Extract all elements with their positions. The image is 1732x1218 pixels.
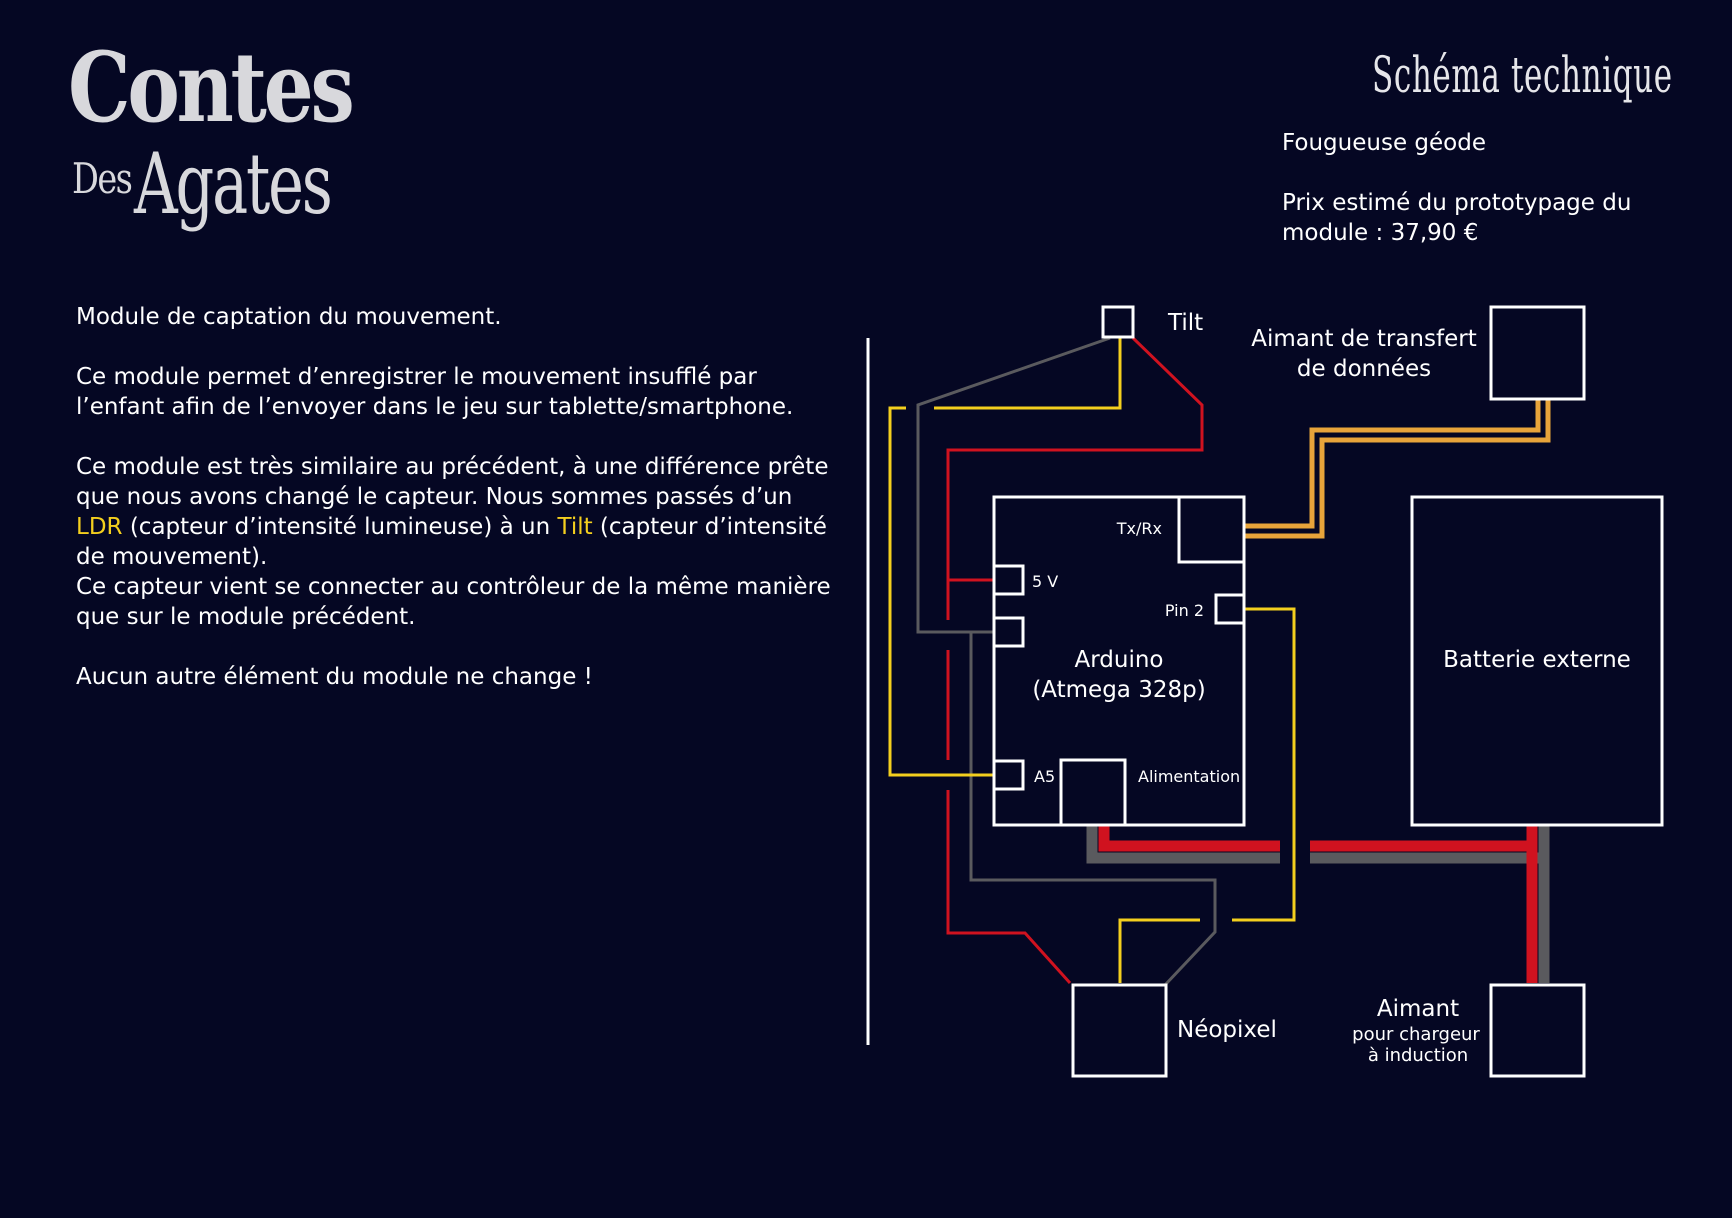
charging-magnet-label-1: Aimant <box>1377 996 1459 1022</box>
pin-txrx-label: Tx/Rx <box>1116 519 1162 538</box>
price-line-1: Prix estimé du prototypage du <box>1282 190 1632 216</box>
desc-p2-line1: Ce module permet d’enregistrer le mouvem… <box>76 364 757 390</box>
desc-p3-line1: Ce module est très similaire au précéden… <box>76 454 829 480</box>
wire-red-neopixel-c <box>946 790 1072 985</box>
highlight-ldr: LDR <box>76 514 123 540</box>
pin-a5-label: A5 <box>1034 767 1055 786</box>
desc-p3-line2: que nous avons changé le capteur. Nous s… <box>76 484 793 510</box>
logo-des: Des <box>72 154 133 203</box>
neopixel-label: Néopixel <box>1177 1017 1277 1043</box>
logo-contes: Contes <box>68 31 355 144</box>
logo-agates: Agates <box>134 135 333 233</box>
data-wires <box>1212 398 1551 539</box>
pin-txrx-box <box>1177 495 1246 564</box>
wire-gray-neopixel <box>969 632 1217 987</box>
arduino-label-2: (Atmega 328p) <box>1032 677 1205 703</box>
pin-gnd-box <box>992 616 1025 648</box>
charging-magnet-box <box>1489 983 1586 1078</box>
desc-p3-line3-end: (capteur d’intensité <box>592 514 827 540</box>
price-line-2: module : 37,90 € <box>1282 220 1479 246</box>
pin-2-label: Pin 2 <box>1165 601 1204 620</box>
power-connector-box <box>1059 758 1127 827</box>
page-title: Schéma technique <box>1372 46 1673 104</box>
wire-orange-2 <box>1212 398 1551 539</box>
desc-p3-line3: LDR (capteur d’intensité lumineuse) à un… <box>76 512 846 542</box>
wire-gray-tilt <box>916 336 1111 634</box>
tilt-sensor-box <box>1101 305 1135 339</box>
desc-p3-line6: que sur le module précédent. <box>76 604 416 630</box>
arduino-board <box>992 495 1246 827</box>
wire-yellow-pin2-a <box>1230 607 1296 922</box>
wire-yellow-tilt-b <box>888 406 1008 777</box>
pin-5v-box <box>992 564 1025 596</box>
module-description: Module de captation du mouvement. Ce mod… <box>76 302 846 692</box>
wire-orange-1 <box>1212 398 1541 529</box>
charging-magnet-label-2: pour chargeur <box>1352 1024 1480 1045</box>
power-wires <box>946 336 1204 985</box>
wire-yellow-tilt-a <box>934 338 1122 410</box>
pin-5v-label: 5 V <box>1032 572 1058 591</box>
transfer-magnet-label-2: de données <box>1297 356 1431 382</box>
charging-magnet-label-3: à induction <box>1368 1045 1468 1066</box>
battery-label: Batterie externe <box>1443 647 1631 673</box>
highlight-tilt: Tilt <box>557 514 593 540</box>
desc-p2-line2: l’enfant afin de l’envoyer dans le jeu s… <box>76 394 794 420</box>
wire-yellow-neopixel <box>1118 918 1200 983</box>
arduino-label-1: Arduino <box>1074 647 1163 673</box>
desc-p1: Module de captation du mouvement. <box>76 304 502 330</box>
neopixel-box <box>1071 983 1168 1078</box>
desc-p4: Aucun autre élément du module ne change … <box>76 664 593 690</box>
pin-2-box <box>1214 593 1246 625</box>
wire-thick-gray-right <box>1310 852 1550 983</box>
ground-wires <box>916 336 1217 987</box>
battery-box <box>1410 495 1664 827</box>
transfer-magnet-label-1: Aimant de transfert <box>1251 326 1476 352</box>
module-name: Fougueuse géode <box>1282 130 1486 156</box>
module-info: Fougueuse géode Prix estimé du prototypa… <box>1282 128 1682 248</box>
desc-p3-line3-mid: (capteur d’intensité lumineuse) à un <box>122 514 558 540</box>
signal-wires <box>888 338 1296 983</box>
transfer-magnet-box <box>1489 305 1586 401</box>
logo: Contes Des Agates <box>68 40 355 240</box>
wire-red-tilt <box>946 336 1204 582</box>
tilt-label: Tilt <box>1167 310 1203 336</box>
power-connector-label: Alimentation <box>1138 767 1240 786</box>
wire-thick-red-right <box>1310 840 1538 983</box>
pin-a5-box <box>992 759 1025 791</box>
desc-p3-line4: de mouvement). <box>76 544 268 570</box>
desc-p3-line5: Ce capteur vient se connecter au contrôl… <box>76 574 831 600</box>
